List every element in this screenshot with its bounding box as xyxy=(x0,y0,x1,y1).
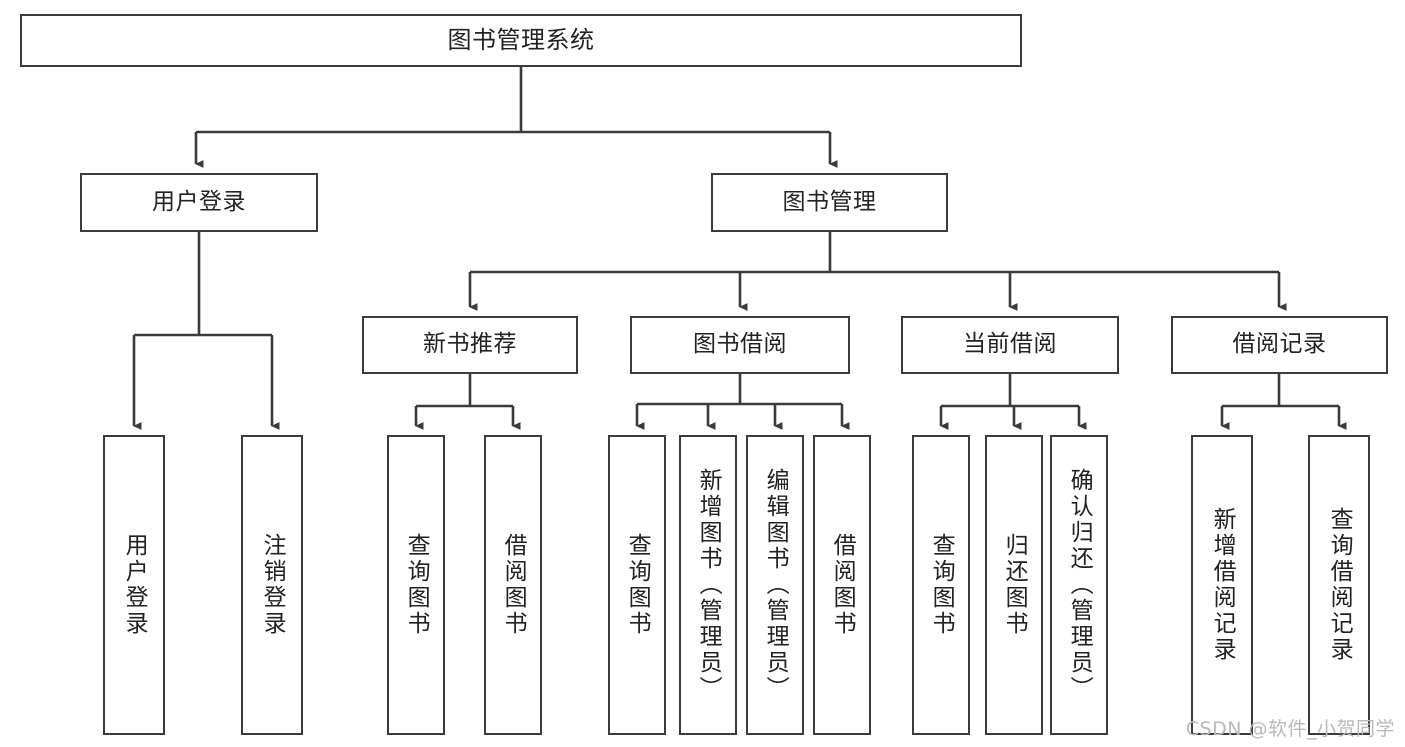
node-label: 图书借阅 xyxy=(693,331,787,358)
node-label: 查询图书 xyxy=(403,533,430,637)
node-label: 编辑图书（管理员） xyxy=(762,468,789,702)
node-leaf-confirm-return[interactable]: 确认归还（管理员） xyxy=(1050,435,1108,735)
node-label: 注销登录 xyxy=(259,533,286,637)
node-leaf-query-book-2[interactable]: 查询图书 xyxy=(608,435,666,735)
node-label: 新增借阅记录 xyxy=(1209,507,1236,663)
node-label: 图书管理系统 xyxy=(447,26,595,55)
node-leaf-borrow-book-1[interactable]: 借阅图书 xyxy=(484,435,542,735)
node-label: 用户登录 xyxy=(121,533,148,637)
node-leaf-user-login[interactable]: 用户登录 xyxy=(103,435,165,735)
node-leaf-query-book-1[interactable]: 查询图书 xyxy=(387,435,445,735)
node-leaf-query-book-3[interactable]: 查询图书 xyxy=(912,435,970,735)
node-leaf-add-book[interactable]: 新增图书（管理员） xyxy=(679,435,737,735)
node-label: 用户登录 xyxy=(152,188,246,215)
node-label: 确认归还（管理员） xyxy=(1066,468,1093,702)
node-label: 新书推荐 xyxy=(423,331,517,358)
node-book-borrow[interactable]: 图书借阅 xyxy=(630,316,850,374)
node-leaf-query-record[interactable]: 查询借阅记录 xyxy=(1308,435,1370,735)
node-user-login[interactable]: 用户登录 xyxy=(80,173,318,232)
node-current-borrow[interactable]: 当前借阅 xyxy=(901,316,1119,374)
node-root-system[interactable]: 图书管理系统 xyxy=(20,14,1022,67)
node-leaf-edit-book[interactable]: 编辑图书（管理员） xyxy=(746,435,804,735)
node-leaf-add-record[interactable]: 新增借阅记录 xyxy=(1191,435,1253,735)
node-label: 图书管理 xyxy=(782,188,877,215)
node-label: 查询图书 xyxy=(624,533,651,637)
node-book-manage[interactable]: 图书管理 xyxy=(711,173,948,232)
node-label: 新增图书（管理员） xyxy=(695,468,722,702)
node-leaf-user-logout[interactable]: 注销登录 xyxy=(241,435,303,735)
node-label: 借阅记录 xyxy=(1232,331,1327,358)
node-new-book-recommend[interactable]: 新书推荐 xyxy=(362,316,578,374)
node-label: 查询图书 xyxy=(928,533,955,637)
node-borrow-record[interactable]: 借阅记录 xyxy=(1171,316,1388,374)
node-leaf-return-book[interactable]: 归还图书 xyxy=(985,435,1043,735)
node-label: 归还图书 xyxy=(1001,533,1028,637)
node-label: 借阅图书 xyxy=(829,533,856,637)
node-label: 借阅图书 xyxy=(500,533,527,637)
node-leaf-borrow-book-2[interactable]: 借阅图书 xyxy=(813,435,871,735)
node-label: 当前借阅 xyxy=(963,331,1057,358)
node-label: 查询借阅记录 xyxy=(1326,507,1353,663)
